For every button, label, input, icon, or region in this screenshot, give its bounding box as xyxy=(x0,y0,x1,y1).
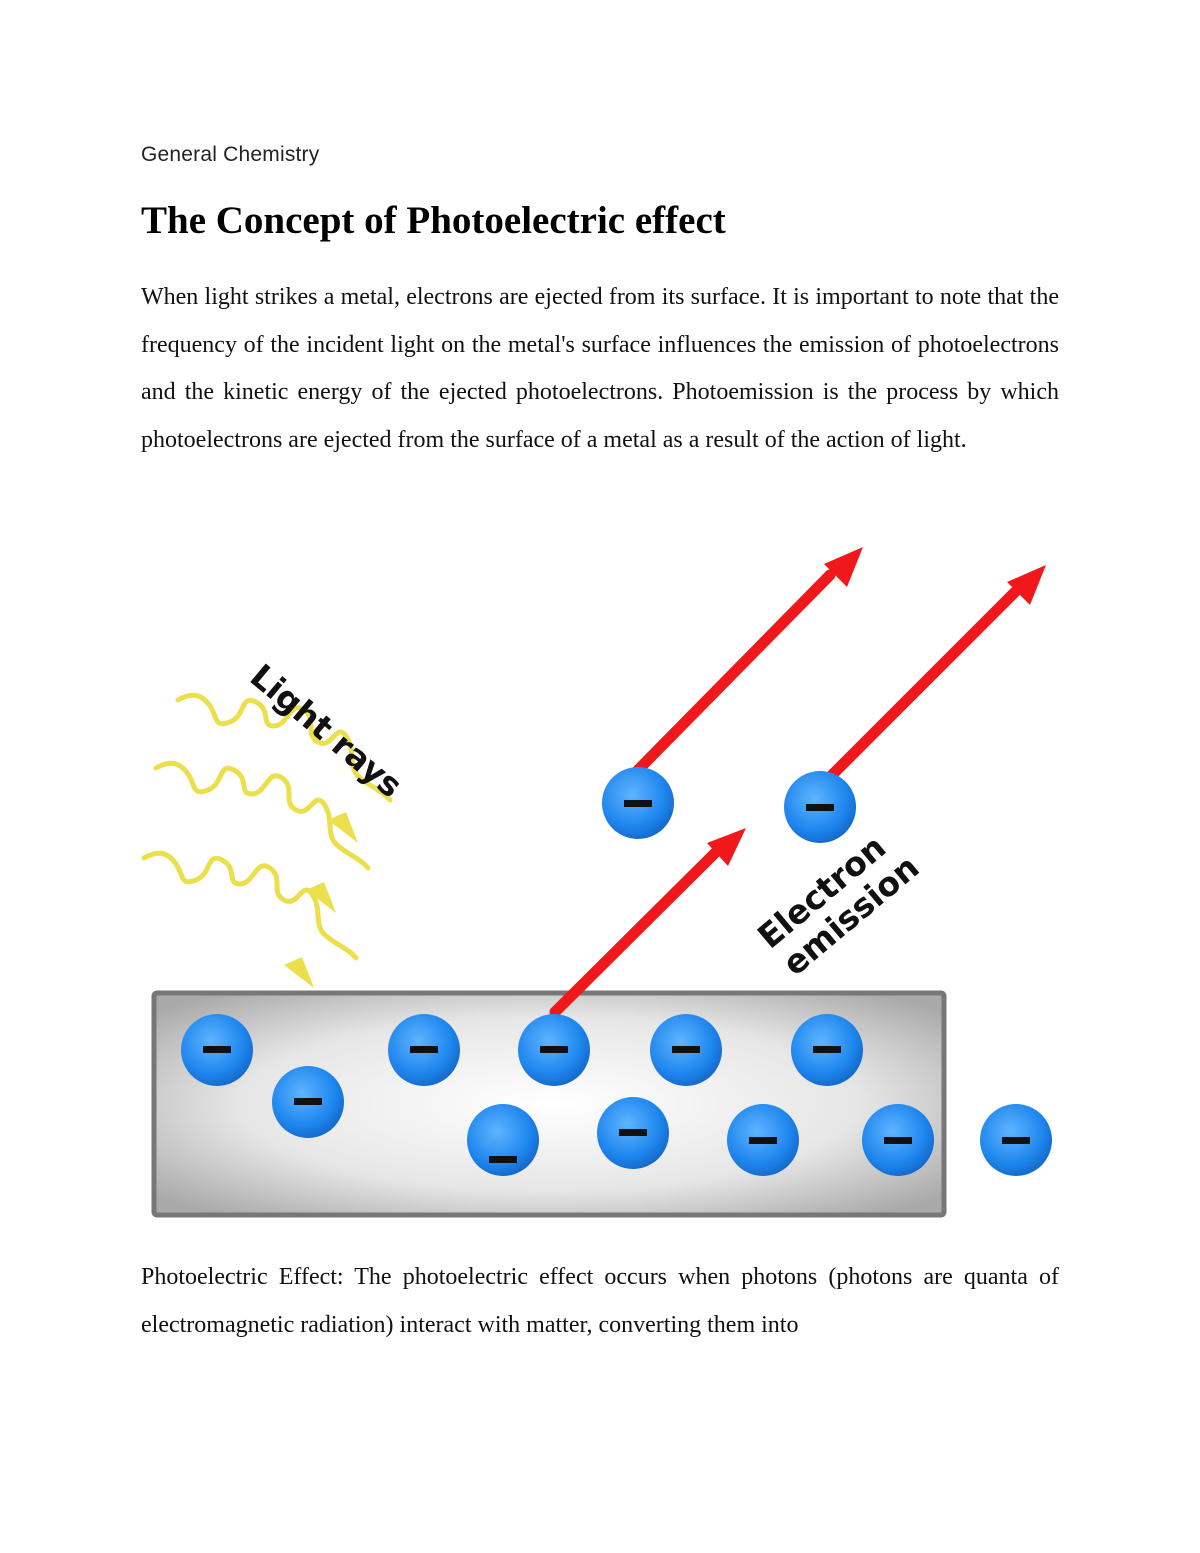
emission-arrow-2 xyxy=(826,565,1046,781)
electron xyxy=(467,1104,539,1176)
electron xyxy=(181,1014,253,1086)
body-paragraph-2: Photoelectric Effect: The photoelectric … xyxy=(141,1264,1059,1338)
light-ray-3 xyxy=(141,850,359,988)
electron xyxy=(980,1104,1052,1176)
light-ray-2 xyxy=(153,760,371,913)
document-title: The Concept of Photoelectric effect xyxy=(141,199,726,242)
emission-arrow-1 xyxy=(632,547,863,776)
electron xyxy=(388,1014,460,1086)
electron-emitted-1 xyxy=(602,767,674,839)
document-header: General Chemistry xyxy=(141,143,320,166)
light-ray-1 xyxy=(175,692,393,843)
photoelectric-diagram: Light rays Electron emission xyxy=(141,547,1052,1218)
electron xyxy=(272,1066,344,1138)
electron xyxy=(791,1014,863,1086)
photoelectric-effect-figure: Light rays Electron emission xyxy=(130,530,1070,1230)
body-paragraph-1: When light strikes a metal, electrons ar… xyxy=(141,284,1059,453)
electron xyxy=(862,1104,934,1176)
electron xyxy=(650,1014,722,1086)
emission-arrow-3 xyxy=(549,828,746,1018)
electron xyxy=(727,1104,799,1176)
electron-emitted-2 xyxy=(784,771,856,843)
electron xyxy=(597,1097,669,1169)
electron xyxy=(518,1014,590,1086)
